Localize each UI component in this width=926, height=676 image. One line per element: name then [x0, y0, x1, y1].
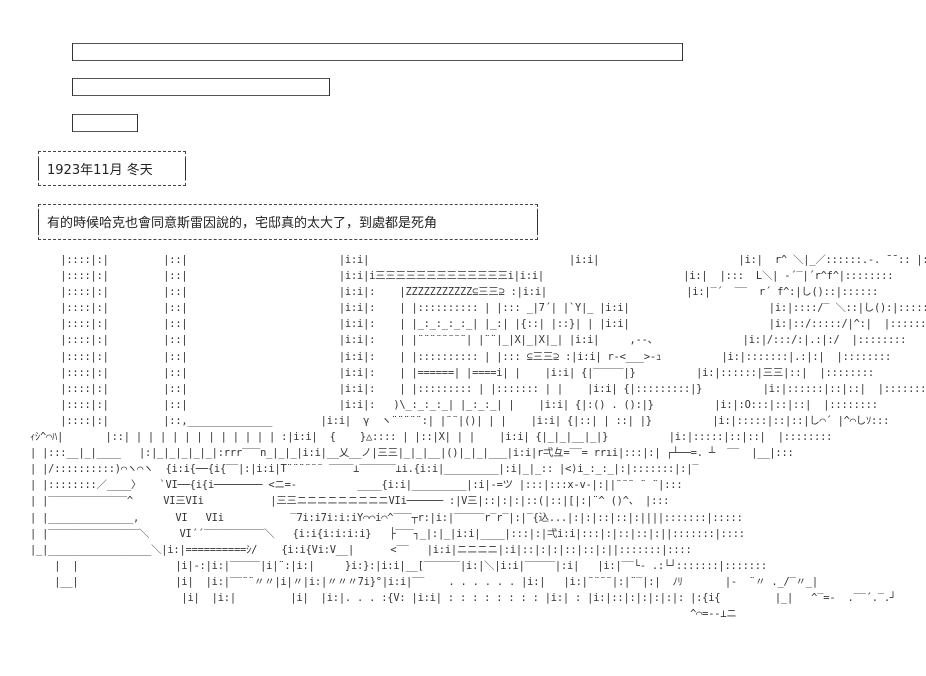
art-line: |::::|:| |::| |i:i|: | |:::::::::: | |::… [30, 350, 892, 363]
art-line: |::::|:| |::,______________ |i:i| γ ヽ¨¨¨… [30, 414, 890, 427]
art-line: | |:::__|_|____ |:|_|_|_|_|_|:rrr‾‾‾n_|_… [30, 447, 794, 460]
empty-panel-1 [72, 43, 683, 61]
art-line: | |______________, VI VIi ‾7i:i7i:i:iY⌒⌒… [30, 511, 743, 524]
art-line: |::::|:| |::| |i:i|i三三三三三三三三三三三三三i|i:i| … [30, 270, 894, 283]
art-line: |::::|:| |::| |i:i|: | |¨¨¨¨¨¨¨¨| |¨¨|_|… [30, 334, 907, 347]
art-line: |::::|:| |::| |i:i|: )\_:_:_:_| |_:_:_| … [30, 398, 878, 411]
art-line: | |::::::::／____〉 `VI──{i{i──────── <ニ=-… [30, 479, 683, 492]
art-line: | |/::::::::::)⌒ヽ⌒ヽ {i:i{──{i{‾‾|:|i:i|T… [30, 463, 699, 476]
art-line: |::::|:| |::| |i:i|: | |:::::::::: | |::… [30, 302, 926, 315]
art-line: |::::|:| |::| |i:i|: |ZZZZZZZZZZZ⊆三三⊇ :|… [30, 286, 879, 299]
art-line: |::::|:| |::| |i:i|: | |::::::::: | |:::… [30, 382, 926, 395]
ascii-art-mansion-scene: |::::|:| |::| |i:i| |i:i| |i:| r^ ＼|_／::… [30, 252, 926, 622]
art-line: |::::|:| |::| |i:i| |i:i| |i:| r^ ＼|_／::… [30, 254, 926, 266]
narration-caption: 有的時候哈克也會同意斯雷因說的，宅邸真的太大了，到處都是死角 [38, 204, 538, 240]
art-line: |i| |i:| |i| |i:|. . . :{V: |i:i| : : : … [30, 591, 896, 604]
art-line: | |‾‾‾‾‾‾‾‾‾‾‾‾‾‾‾＼ VI´´‾‾‾‾‾‾‾‾‾‾＼ {i:i… [30, 527, 745, 540]
art-line: ^⌒=-‐⊥ニ [30, 608, 737, 621]
art-line: |_|_________________＼|i:|==========ｼ/ {i… [30, 543, 692, 556]
art-line: |::::|:| |::| |i:i|: | |_:_:_:_:_| |_:| … [30, 318, 926, 331]
art-line: ｨｼ^⌒ﾊ| |::| | | | | | | | | | | | | :|i:… [30, 431, 833, 444]
empty-panel-3 [72, 114, 138, 132]
narration-text: 有的時候哈克也會同意斯雷因說的，宅邸真的太大了，到處都是死角 [47, 216, 438, 231]
art-line: | |‾‾‾‾‾‾‾‾‾‾‾‾‾^ VI三VIi |三三ニニニニニニニニニVIi… [30, 495, 670, 508]
date-caption: 1923年11月 冬天 [38, 151, 186, 186]
date-caption-text: 1923年11月 冬天 [47, 163, 153, 178]
empty-panel-2 [72, 78, 330, 96]
art-line: | | |i|-:|i:|‾‾‾‾‾|i|¨:|i:| }i:}:|i:i|__… [30, 559, 767, 572]
art-line: |::::|:| |::| |i:i|: | |======| |====i| … [30, 366, 874, 379]
art-line: |__| |i| |i:|‾‾¨¨〃〃|i|〃|i:|〃〃〃7i}°|i:i|‾… [30, 575, 818, 588]
